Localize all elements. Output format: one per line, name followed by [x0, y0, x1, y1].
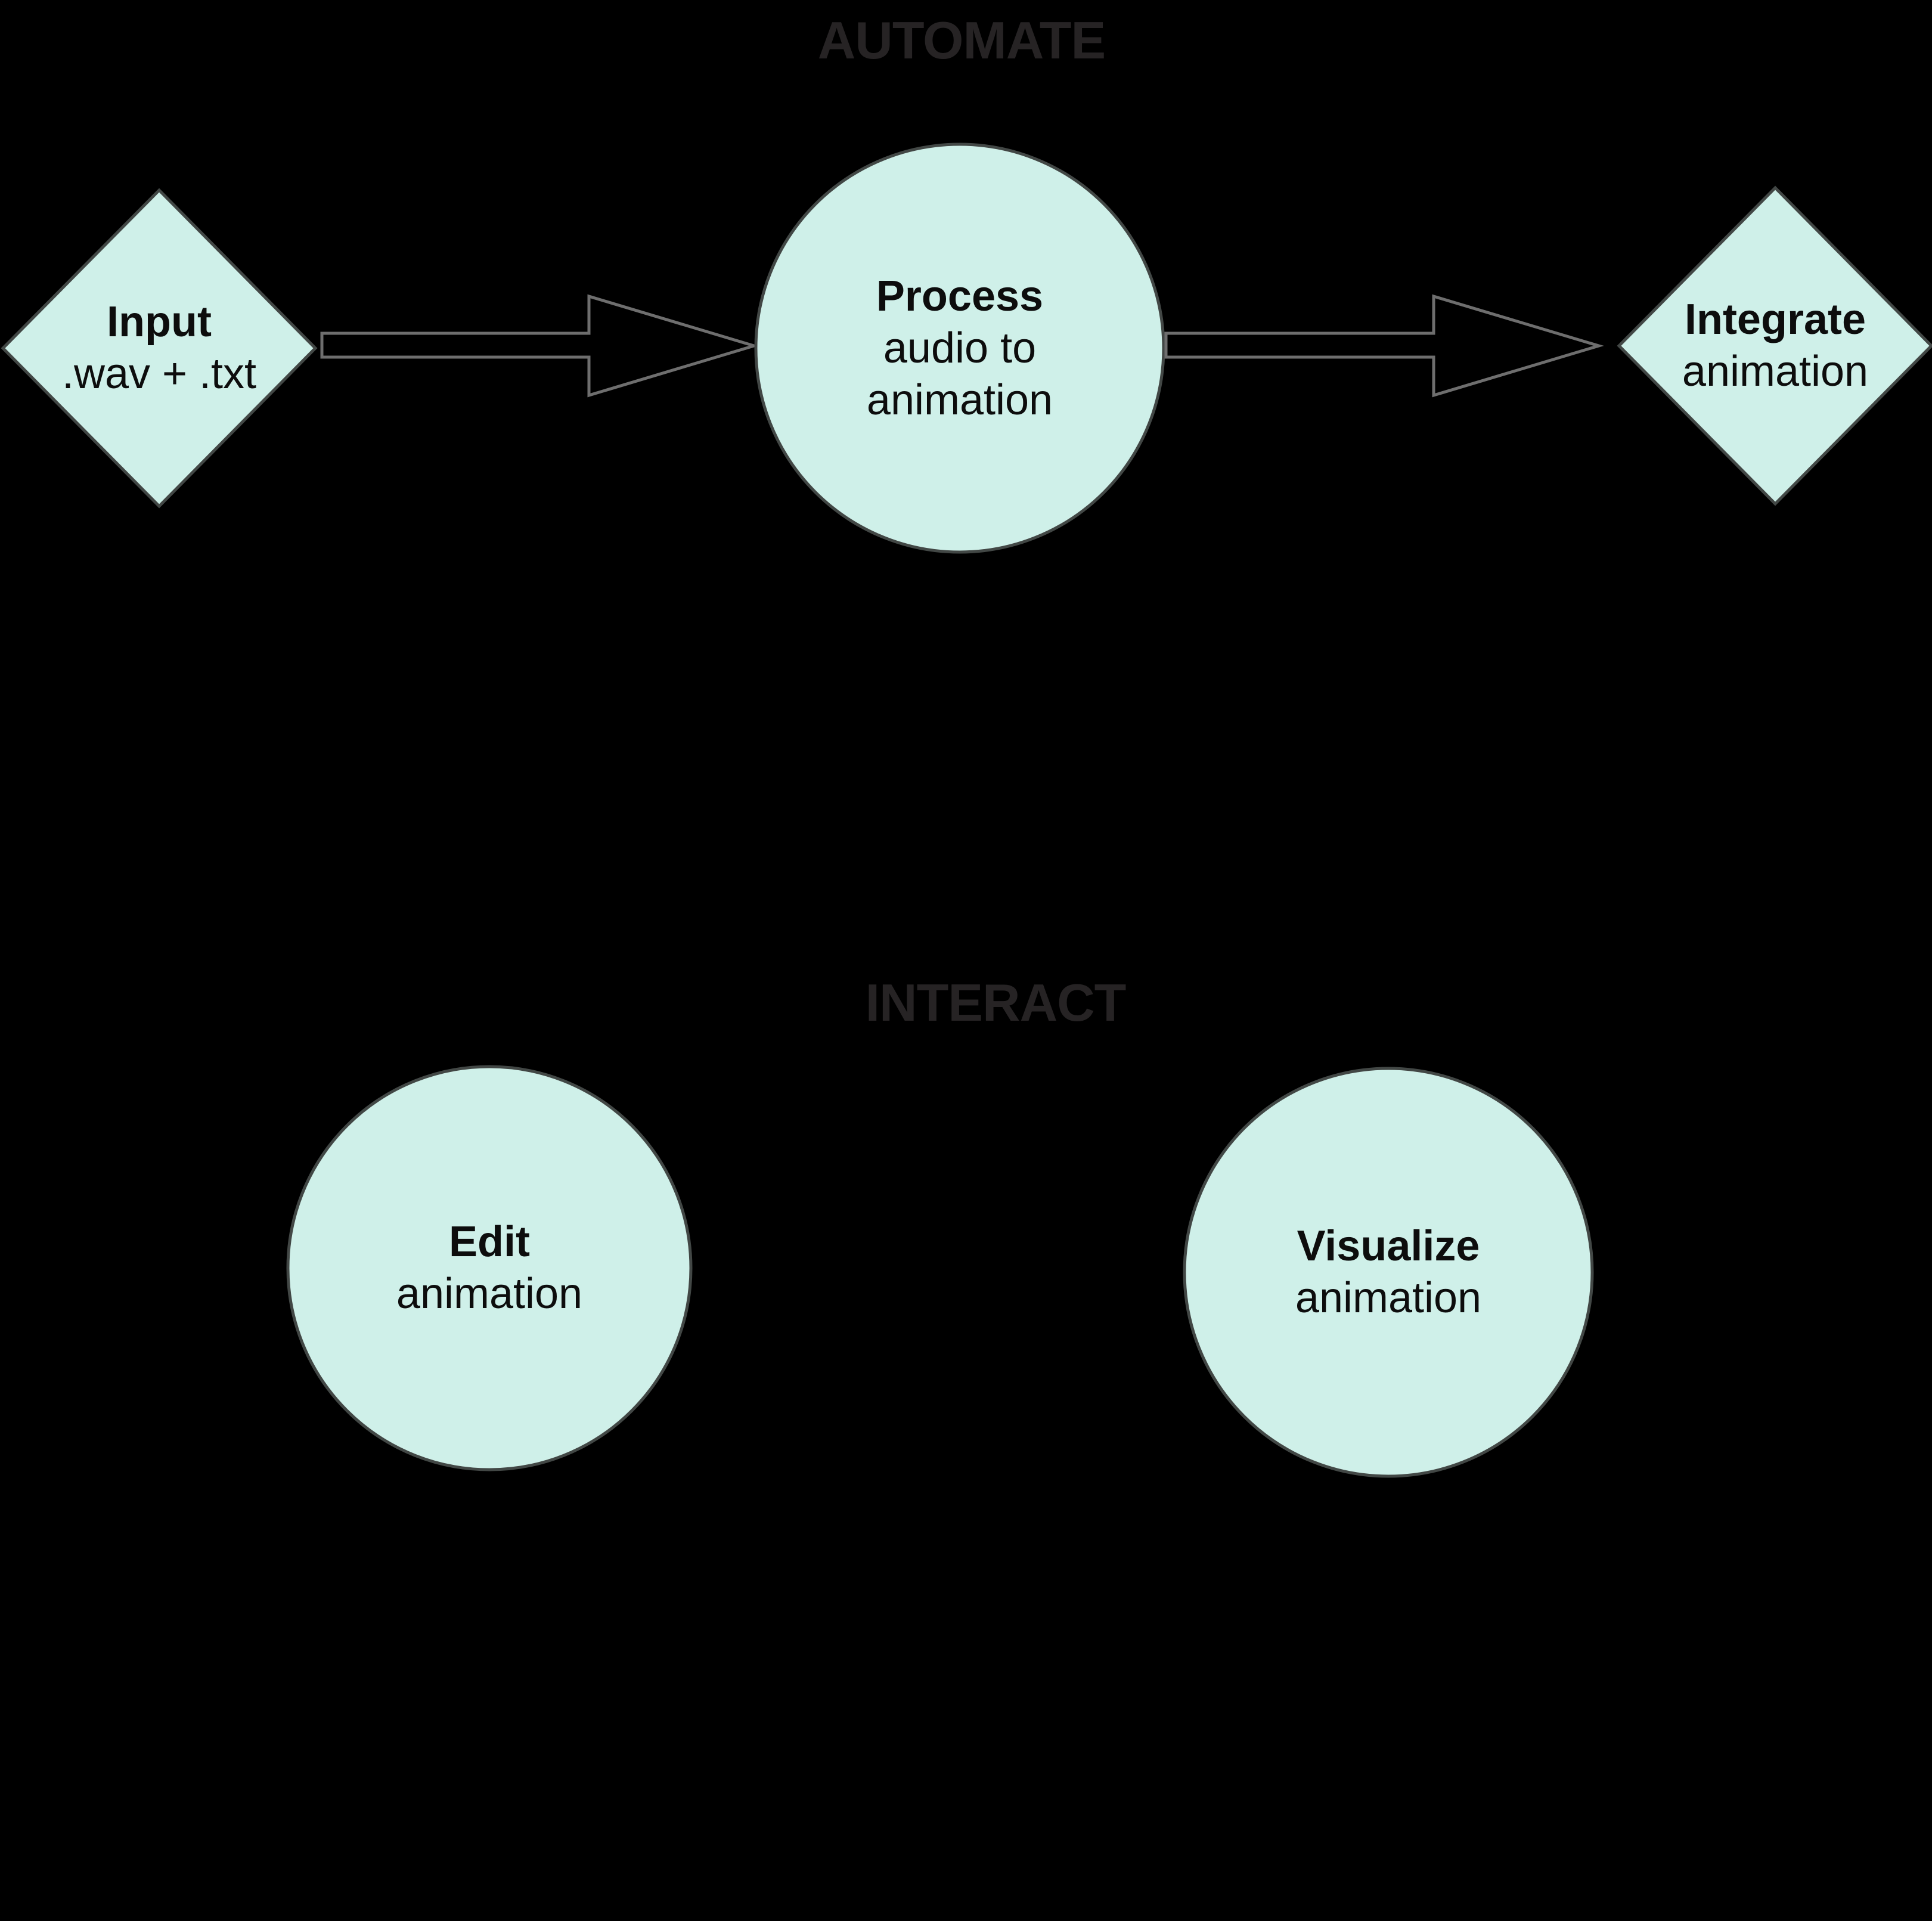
process-label: Process audio to animation	[867, 271, 1053, 426]
process-title: Process	[876, 272, 1044, 320]
integrate-subtitle: animation	[1682, 348, 1869, 395]
visualize-label: Visualize animation	[1295, 1220, 1481, 1324]
input-diamond-shape	[1, 188, 318, 509]
integrate-title: Integrate	[1684, 296, 1866, 343]
process-circle-shape	[754, 142, 1165, 554]
edit-circle-shape	[286, 1065, 693, 1471]
arrow-input-to-process	[320, 294, 759, 398]
integrate-diamond-shape	[1617, 185, 1932, 506]
visualize-title: Visualize	[1297, 1222, 1480, 1270]
visualize-circle-shape	[1183, 1067, 1594, 1478]
edit-subtitle: animation	[396, 1270, 583, 1318]
section-title-interact: INTERACT	[865, 973, 1127, 1032]
process-subtitle-line2: animation	[866, 376, 1053, 424]
integrate-label: Integrate animation	[1682, 294, 1868, 398]
input-subtitle: .wav + .txt	[61, 350, 257, 398]
edit-label: Edit animation	[396, 1216, 582, 1320]
section-title-automate: AUTOMATE	[817, 11, 1106, 70]
arrow-process-to-integrate	[1164, 294, 1604, 398]
input-title: Input	[107, 298, 212, 346]
input-label: Input .wav + .txt	[62, 296, 256, 400]
process-subtitle-line1: audio to	[883, 324, 1037, 372]
edit-title: Edit	[449, 1218, 530, 1266]
visualize-subtitle: animation	[1295, 1274, 1482, 1322]
